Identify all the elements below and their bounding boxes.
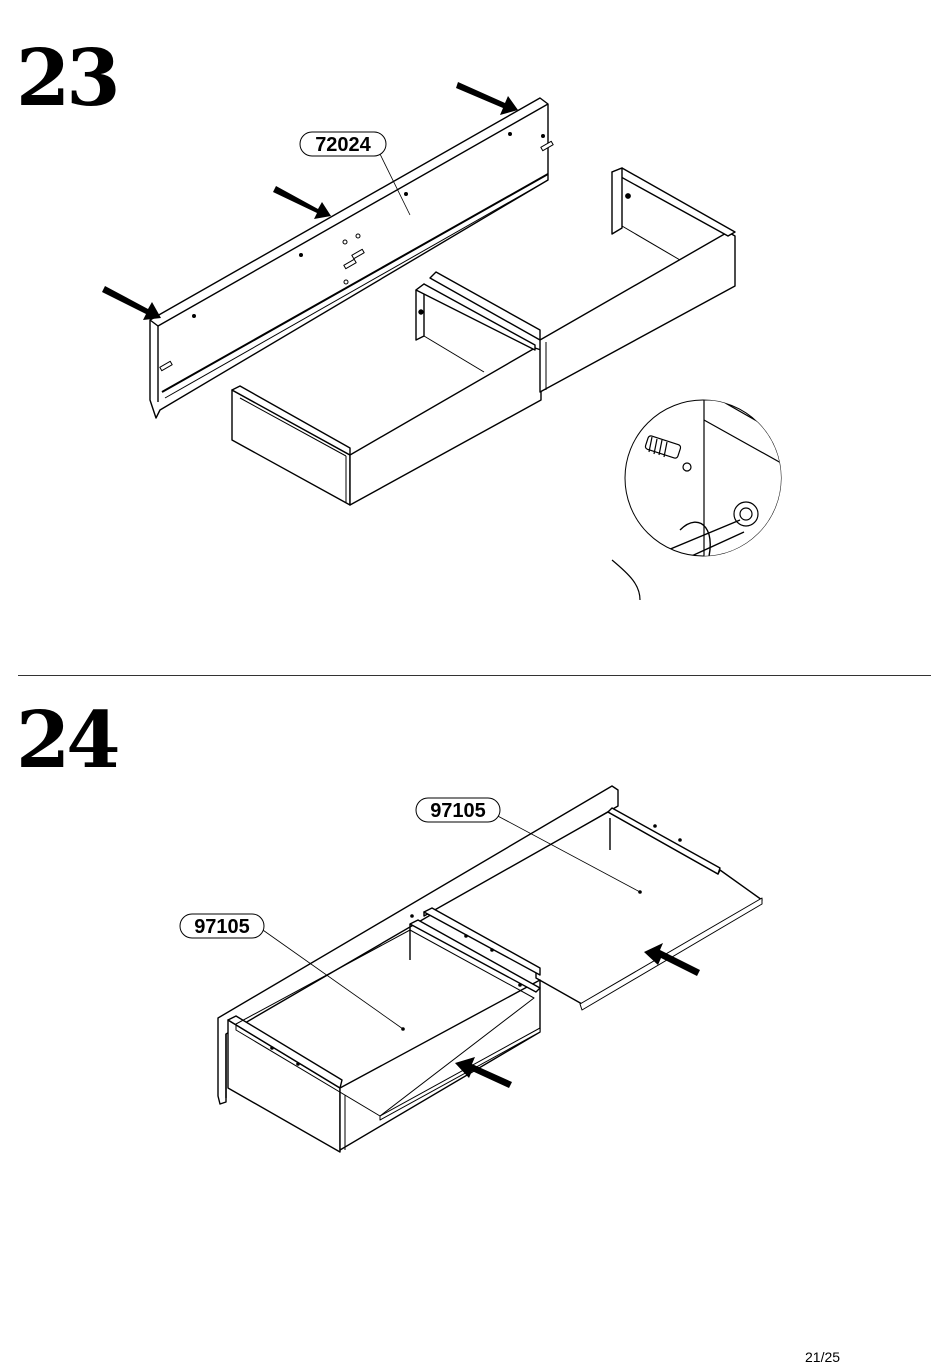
svg-text:97105: 97105 [430,800,486,822]
assembled-unit [218,786,762,1152]
svg-text:97105: 97105 [194,916,250,938]
screw-detail-circle [612,400,790,600]
svg-text:72024: 72024 [315,134,371,156]
